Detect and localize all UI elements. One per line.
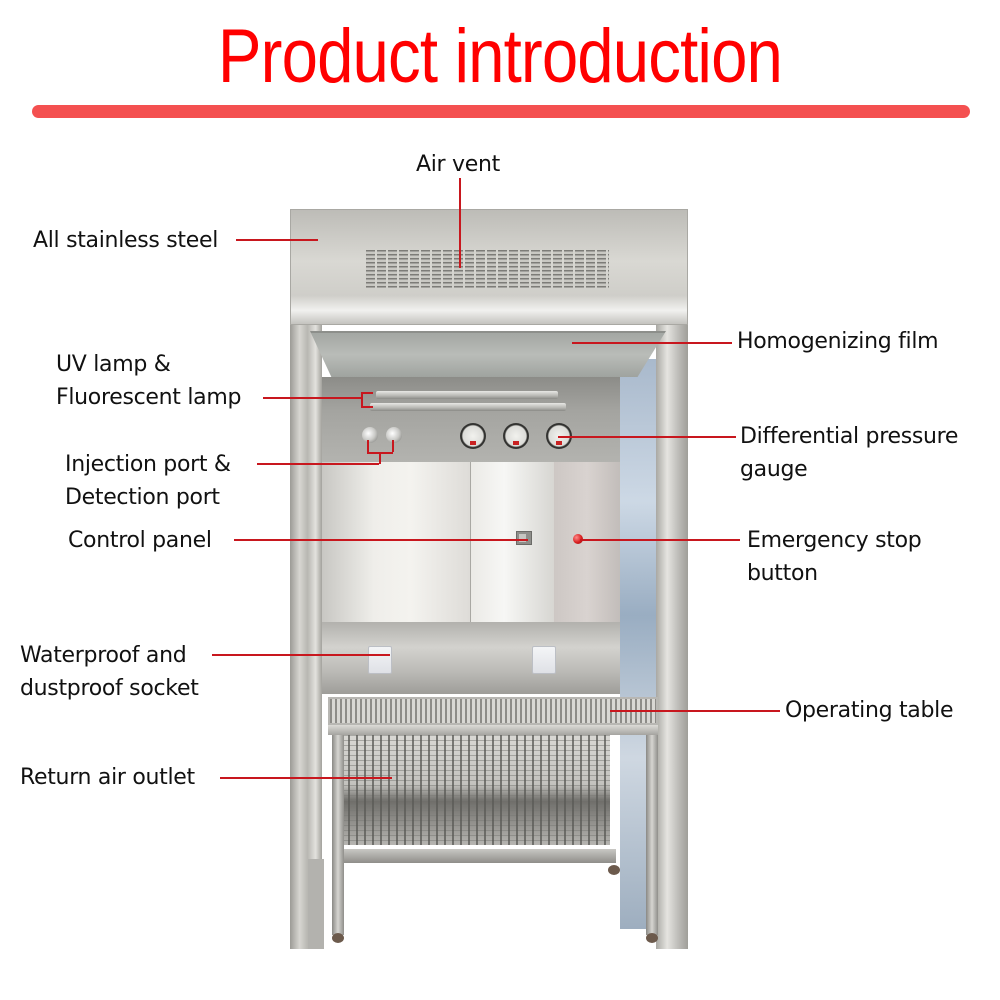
- control-panel: [516, 531, 532, 545]
- label-control-panel: Control panel: [68, 528, 212, 553]
- leader-uv-lamp-top: [361, 392, 373, 394]
- label-injection-port-line2: Detection port: [65, 485, 220, 510]
- leader-injection-port-stem: [379, 452, 381, 464]
- back-panel-middle: [470, 462, 554, 622]
- label-return-air-outlet: Return air outlet: [20, 765, 195, 790]
- socket-band: [322, 622, 620, 694]
- label-socket-line1: Waterproof and: [20, 643, 187, 668]
- leader-uv-lamp: [263, 397, 361, 399]
- page-title: Product introduction: [217, 14, 783, 99]
- label-homogenizing-film: Homogenizing film: [737, 329, 939, 354]
- table-leg-right: [646, 735, 658, 935]
- label-uv-lamp-line1: UV lamp &: [56, 352, 171, 377]
- leader-socket: [212, 654, 390, 656]
- operating-table-top: [328, 697, 658, 725]
- label-uv-lamp-line2: Fluorescent lamp: [56, 385, 242, 410]
- label-operating-table: Operating table: [785, 698, 954, 723]
- socket-right: [532, 646, 556, 674]
- label-emergency-stop-line2: button: [747, 561, 818, 586]
- label-all-stainless-steel: All stainless steel: [33, 228, 219, 253]
- detection-port: [386, 427, 402, 443]
- left-post-base: [308, 859, 324, 949]
- leader-injection-port: [257, 463, 379, 465]
- air-vent-grille: [366, 250, 609, 288]
- leader-all-stainless-steel: [236, 239, 318, 241]
- label-emergency-stop-line1: Emergency stop: [747, 528, 922, 553]
- leader-detection-port-right: [392, 440, 394, 452]
- fluorescent-lamp: [370, 403, 566, 411]
- left-post: [290, 325, 322, 949]
- emergency-stop-button: [573, 534, 583, 544]
- leader-injection-port-branch: [367, 452, 393, 454]
- homogenizing-film: [310, 331, 666, 377]
- back-panel-left: [322, 462, 470, 622]
- leader-homogenizing-film: [572, 342, 732, 344]
- leader-uv-lamp-bracket: [361, 392, 363, 407]
- leader-control-panel: [234, 539, 528, 541]
- top-hood: [290, 209, 688, 325]
- leader-air-vent: [459, 178, 461, 268]
- socket-left: [368, 646, 392, 674]
- leader-operating-table: [610, 710, 780, 712]
- right-post: [656, 325, 688, 949]
- table-lower-rail: [336, 849, 616, 863]
- label-differential-pressure-line1: Differential pressure: [740, 424, 959, 449]
- label-socket-line2: dustproof socket: [20, 676, 199, 701]
- return-air-grille: [340, 735, 610, 845]
- title-underline-bar: [32, 105, 970, 118]
- uv-lamp: [376, 391, 558, 399]
- table-leg-left: [332, 735, 344, 935]
- operating-table-rim: [328, 725, 658, 735]
- leader-emergency-stop: [580, 539, 740, 541]
- instrument-wall: [322, 377, 620, 462]
- injection-port: [362, 427, 378, 443]
- caster-left: [332, 933, 344, 943]
- label-injection-port-line1: Injection port &: [65, 452, 231, 477]
- pressure-gauge-1: [460, 423, 486, 449]
- caster-right: [646, 933, 658, 943]
- caster-back: [608, 865, 620, 875]
- weighing-booth-illustration: [290, 209, 688, 949]
- label-air-vent: Air vent: [416, 152, 500, 177]
- pressure-gauge-2: [503, 423, 529, 449]
- back-panel-right: [554, 462, 620, 622]
- label-differential-pressure-line2: gauge: [740, 457, 808, 482]
- leader-return-air-outlet: [220, 777, 392, 779]
- leader-uv-lamp-bottom: [361, 406, 373, 408]
- leader-injection-port-left: [367, 440, 369, 452]
- leader-differential-pressure: [558, 436, 736, 438]
